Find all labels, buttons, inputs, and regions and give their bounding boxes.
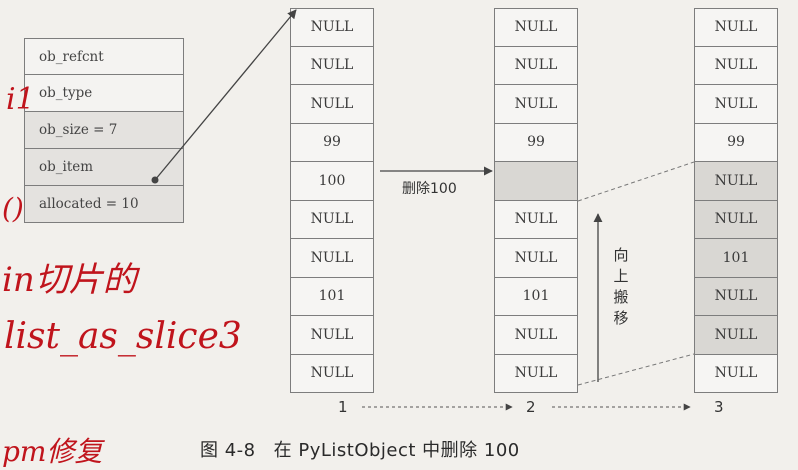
array-cell: NULL [290,8,374,47]
shift-up-label-char: 向 [613,246,629,264]
array-cell: NULL [494,354,578,393]
array-cell-shifted: NULL [694,277,778,316]
array-cell: NULL [494,200,578,239]
array-cell: 101 [290,277,374,316]
figure-caption: 图 4-8 在 PyListObject 中删除 100 [200,436,520,462]
shift-up-label-char: 搬 [613,288,629,306]
array-cell: 99 [494,123,578,162]
array-cell-shifted: 101 [694,239,778,278]
array-column-1: NULL NULL NULL 99 100 NULL NULL 101 NULL… [290,8,374,393]
shift-up-label-char: 移 [613,309,629,327]
array-cell: NULL [290,239,374,278]
array-cell: NULL [694,85,778,124]
array-cell: NULL [494,316,578,355]
handwritten-note: in切片的 [2,260,137,300]
array-cell: NULL [290,85,374,124]
array-cell: NULL [494,85,578,124]
array-cell: 99 [290,123,374,162]
pylistobject-struct: ob_refcnt ob_type ob_size = 7 ob_item al… [24,38,184,223]
array-cell: NULL [494,46,578,85]
shift-up-label: 向上搬移 [612,245,630,329]
array-cell: NULL [494,239,578,278]
projection-line-bottom [577,353,695,386]
ob-item-pointer-arrow [154,9,297,181]
step-label-2: 2 [526,398,536,416]
array-cell: 101 [494,277,578,316]
array-cell-empty [494,162,578,201]
array-cell-shifted: NULL [694,162,778,201]
array-cell-shifted: NULL [694,200,778,239]
figure-number: 图 4-8 [200,440,256,461]
step-label-3: 3 [714,398,724,416]
array-cell: NULL [290,200,374,239]
projection-line-top [577,161,695,202]
struct-field-allocated: allocated = 10 [24,186,184,223]
handwritten-note: () [2,192,24,225]
array-cell: NULL [290,354,374,393]
handwritten-note: list_as_slice3 [4,316,242,357]
figure-title: 在 PyListObject 中删除 100 [273,440,520,461]
array-cell: NULL [494,8,578,47]
delete-label: 删除100 [402,181,457,197]
array-cell-deleted-value: 100 [290,162,374,201]
array-cell-shifted: NULL [694,316,778,355]
array-column-3: NULL NULL NULL 99 NULL NULL 101 NULL NUL… [694,8,778,393]
array-cell: NULL [694,354,778,393]
shift-up-label-char: 上 [613,267,629,285]
struct-field-ob-refcnt: ob_refcnt [24,38,184,75]
struct-field-ob-type: ob_type [24,75,184,112]
handwritten-note: i1 [6,82,35,117]
array-cell: 99 [694,123,778,162]
array-cell: NULL [290,316,374,355]
handwritten-note: pm修复 [2,435,103,468]
step-label-1: 1 [338,398,348,416]
array-cell: NULL [290,46,374,85]
struct-field-ob-size: ob_size = 7 [24,112,184,149]
array-cell: NULL [694,46,778,85]
array-cell: NULL [694,8,778,47]
array-column-2: NULL NULL NULL 99 NULL NULL 101 NULL NUL… [494,8,578,393]
